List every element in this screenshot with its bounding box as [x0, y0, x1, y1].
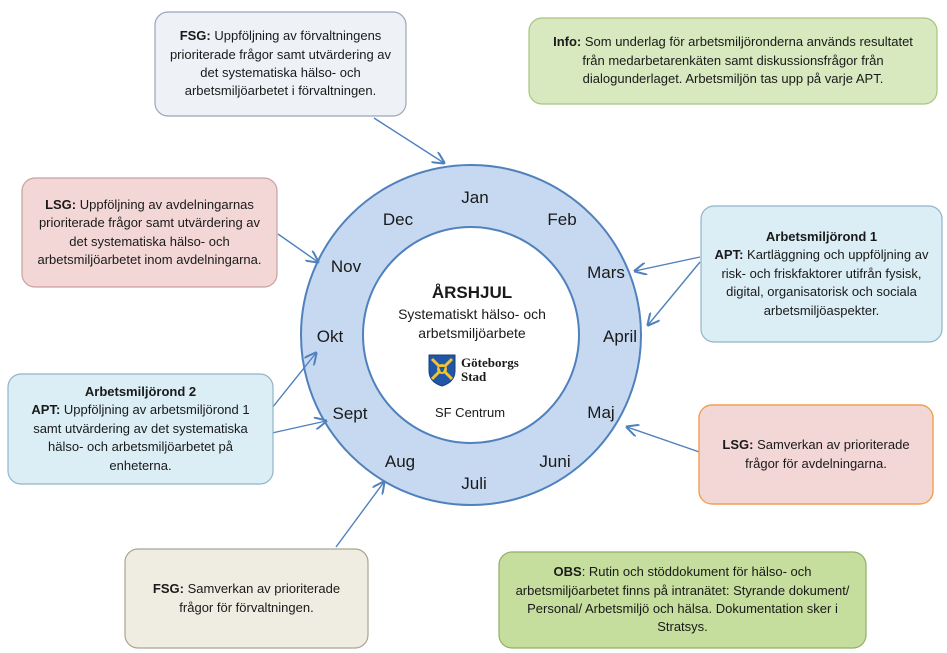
- city-logo: Göteborgs Stad: [427, 353, 519, 387]
- logo-text-line1: Göteborgs: [461, 355, 519, 371]
- month-feb: Feb: [547, 210, 577, 229]
- fsg-bottom-text: Samverkan av prioriterade frågor för för…: [179, 581, 341, 615]
- info-text: Som underlag för arbetsmiljöronderna anv…: [581, 34, 913, 87]
- lsg-right-box: LSG: Samverkan av prioriterade frågor fö…: [699, 405, 933, 504]
- arrow-round2-to-sept: [271, 421, 326, 434]
- coat-of-arms-icon: [428, 354, 456, 387]
- month-juni: Juni: [539, 452, 571, 471]
- arrow-fsg-top-to-jan: [373, 117, 444, 163]
- lsg-left-text: Uppföljning av avdelningarnas prioritera…: [37, 196, 262, 267]
- logo-text-line2: Stad: [461, 369, 487, 384]
- month-april: April: [602, 327, 638, 346]
- round1-title: Arbetsmiljörond 1: [765, 228, 878, 244]
- info-box: Info: Som underlag för arbetsmiljöronder…: [529, 18, 937, 104]
- round1-box-bg: [700, 205, 943, 343]
- info-box-bg: [528, 17, 938, 105]
- month-jan: Jan: [461, 188, 489, 207]
- obs-box: OBS: Rutin och stöddokument för hälso- o…: [499, 552, 866, 648]
- info-label: Info:: [553, 34, 582, 50]
- fsg-bottom-box: FSG: Samverkan av prioriterade frågor fö…: [125, 549, 368, 648]
- round2-title: Arbetsmiljörond 2: [84, 383, 197, 399]
- fsg-top-text: Uppföljning av förvaltningens prioritera…: [169, 28, 392, 99]
- lsg-left-box-bg: [21, 177, 278, 288]
- obs-box-bg: [498, 551, 867, 649]
- month-mars: Mars: [587, 263, 625, 282]
- wheel-inner-circle: [362, 226, 580, 444]
- arrow-lsg-left-to-nov: [277, 233, 318, 262]
- round2-box: Arbetsmiljörond 2 APT: Uppföljning av ar…: [8, 374, 273, 484]
- lsg-left-box: LSG: Uppföljning av avdelningarnas prior…: [22, 178, 277, 287]
- arrow-fsg-bottom-to-aug: [335, 482, 384, 548]
- arrow-round2-to-okt: [271, 353, 316, 409]
- month-dec: Dec: [382, 210, 414, 229]
- round2-box-bg: [7, 373, 274, 485]
- lsg-left-label: LSG:: [45, 196, 77, 212]
- unit-name: SF Centrum: [434, 405, 506, 420]
- lsg-right-text: Samverkan av prioriterade frågor för avd…: [745, 437, 910, 471]
- round1-label: APT:: [714, 247, 744, 263]
- fsg-bottom-box-bg: [124, 548, 369, 649]
- lsg-right-label: LSG:: [722, 437, 754, 453]
- wheel-title: ÅRSHJUL: [431, 283, 513, 302]
- month-juli: Juli: [461, 474, 487, 493]
- round1-box: Arbetsmiljörond 1 APT: Kartläggning och …: [701, 206, 942, 342]
- fsg-top-box-bg: [154, 11, 407, 117]
- month-aug: Aug: [384, 452, 416, 471]
- fsg-top-box: FSG: Uppföljning av förvaltningens prior…: [155, 12, 406, 116]
- fsg-bottom-label: FSG:: [152, 581, 184, 597]
- wheel-subtitle-line1: Systematiskt hälso- och: [398, 306, 546, 322]
- fsg-top-label: FSG:: [179, 28, 211, 44]
- month-sept: Sept: [332, 404, 368, 423]
- obs-label: OBS: [553, 564, 582, 580]
- round2-label: APT:: [31, 402, 61, 418]
- arrow-round1-to-april: [648, 261, 701, 325]
- wheel-subtitle-line2: arbetsmiljöarbete: [418, 325, 526, 341]
- lsg-right-box-bg: [698, 404, 934, 505]
- arrow-lsg-right-to-maj: [627, 427, 709, 456]
- month-nov: Nov: [330, 257, 362, 276]
- round2-text: Uppföljning av arbetsmiljörond 1 samt ut…: [33, 402, 250, 473]
- arrow-round1-to-mars: [635, 256, 701, 271]
- month-maj: Maj: [587, 403, 615, 422]
- month-okt: Okt: [316, 327, 344, 346]
- round1-text: Kartläggning och uppföljning av risk- oc…: [721, 247, 929, 318]
- obs-text: : Rutin och stöddokument för hälso- och …: [515, 564, 850, 635]
